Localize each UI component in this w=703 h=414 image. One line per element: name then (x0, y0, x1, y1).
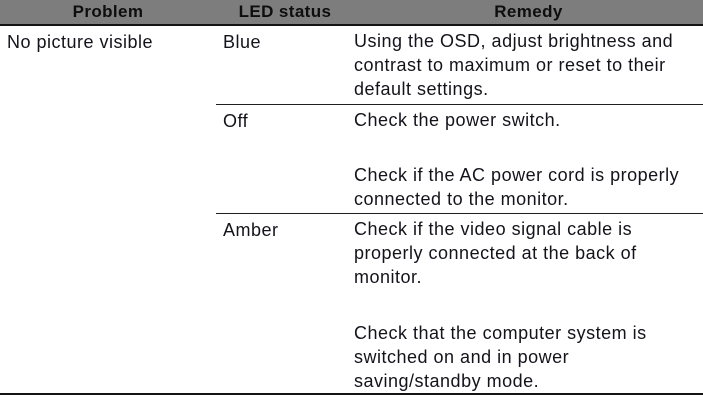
header-led-status: LED status (238, 2, 332, 21)
remedy-cell: Check the power switch. Check if the AC … (354, 105, 703, 213)
led-status-cell: Blue (223, 32, 262, 52)
remedy-paragraph: Check if the AC power cord is properly c… (354, 165, 680, 209)
remedy-cell: Check if the video signal cable is prope… (354, 214, 703, 393)
table-row-blue: Blue Using the OSD, adjust brightness an… (216, 26, 703, 104)
table-row-off: Off Check the power switch. Check if the… (216, 104, 703, 213)
header-remedy: Remedy (494, 2, 563, 21)
table-row-amber: Amber Check if the video signal cable is… (216, 213, 703, 393)
problem-cell: No picture visible (0, 26, 216, 393)
table-header-row: Problem LED status Remedy (0, 0, 703, 26)
remedy-paragraph: Using the OSD, adjust brightness and con… (354, 31, 674, 99)
problem-text: No picture visible (7, 32, 154, 52)
table-body: No picture visible Blue Using the OSD, a… (0, 26, 703, 395)
remedy-cell: Using the OSD, adjust brightness and con… (354, 26, 703, 104)
header-problem: Problem (72, 2, 144, 21)
remedy-paragraph: Check if the video signal cable is prope… (354, 219, 637, 287)
led-status-cell: Off (223, 111, 249, 131)
led-status-cell: Amber (223, 220, 279, 240)
remedy-paragraph: Check the power switch. (354, 110, 561, 130)
led-remedy-rows: Blue Using the OSD, adjust brightness an… (216, 26, 703, 393)
remedy-paragraph: Check that the computer system is switch… (354, 323, 647, 391)
